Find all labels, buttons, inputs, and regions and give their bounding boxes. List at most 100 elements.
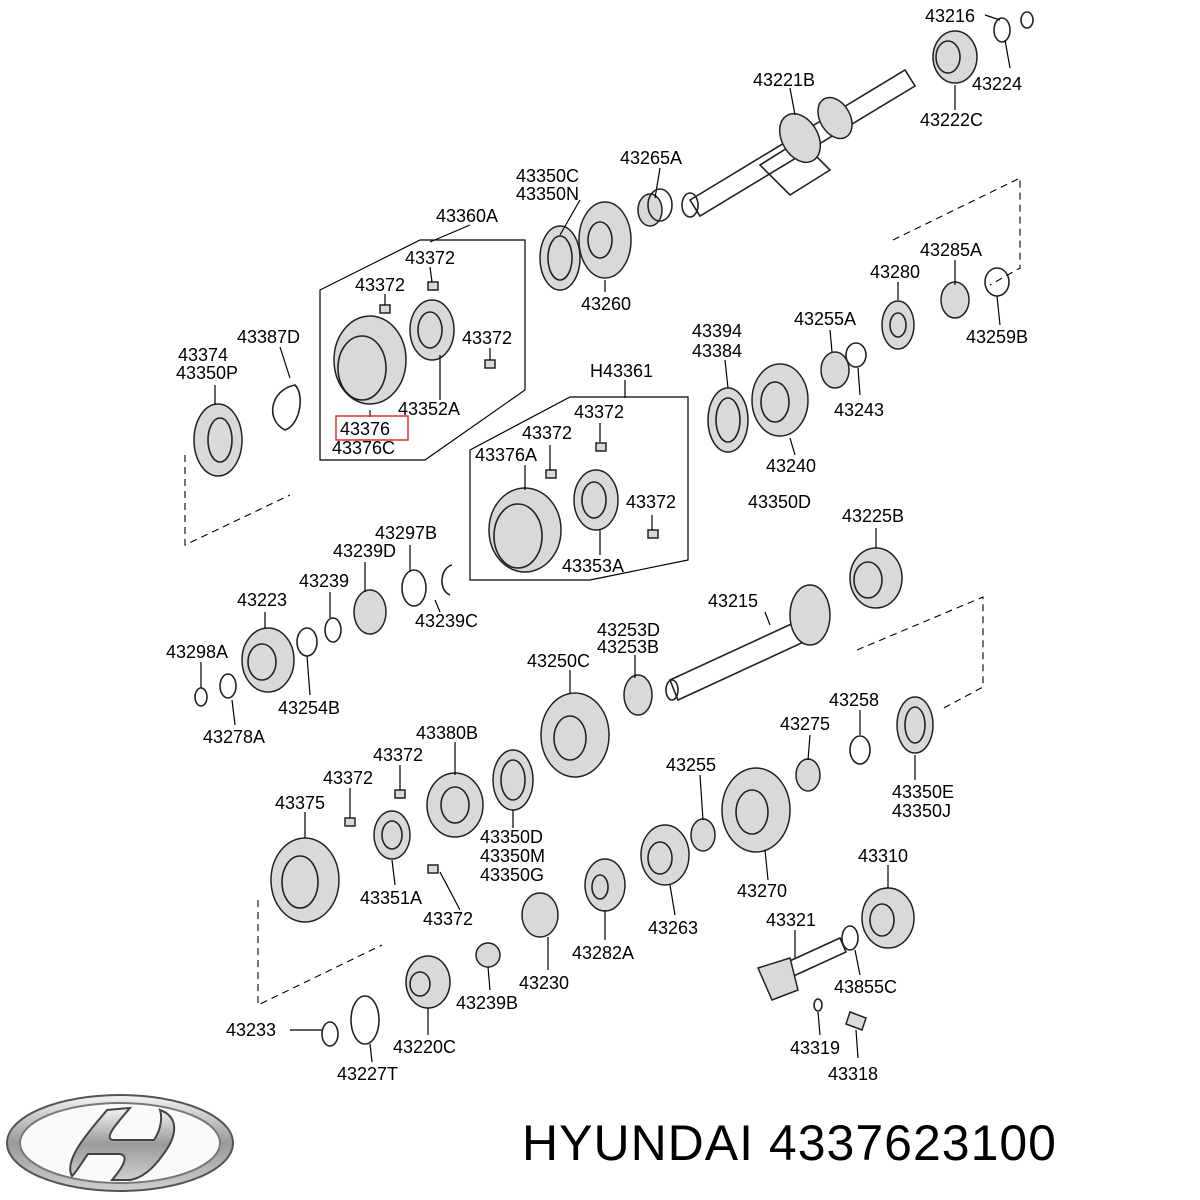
guide-line-2: [892, 177, 1021, 286]
label-43350c: 43350C: [516, 166, 579, 186]
label-43225b: 43225B: [842, 506, 904, 526]
label-43372-a: 43372: [405, 248, 455, 268]
label-43360a: 43360A: [436, 206, 498, 226]
label-43224: 43224: [972, 74, 1022, 94]
label-43230: 43230: [519, 973, 569, 993]
guide-line-4: [257, 900, 383, 1006]
label-43297b: 43297B: [375, 523, 437, 543]
highlight-box: [335, 415, 409, 441]
label-43372-g: 43372: [373, 745, 423, 765]
label-43380b: 43380B: [416, 723, 478, 743]
label-43372-h: 43372: [323, 768, 373, 788]
bearing-43222c: [932, 11, 1034, 84]
label-43259b: 43259B: [966, 327, 1028, 347]
label-43298a: 43298A: [166, 642, 228, 662]
label-43282a: 43282A: [572, 943, 634, 963]
label-43350d-1: 43350D: [748, 492, 811, 512]
bearing-43225b: [849, 547, 903, 609]
label-43372-c: 43372: [462, 328, 512, 348]
label-43227t: 43227T: [337, 1064, 398, 1084]
label-43384: 43384: [692, 341, 742, 361]
label-43855c: 43855C: [834, 977, 897, 997]
label-43220c: 43220C: [393, 1037, 456, 1057]
gear-43250c: [540, 674, 653, 778]
label-43239d: 43239D: [333, 541, 396, 561]
reverse-idler: [756, 887, 915, 1031]
guide-line-1: [184, 455, 291, 546]
label-43376c: 43376C: [332, 438, 395, 458]
guide-line-3: [856, 596, 984, 711]
label-43239c: 43239C: [415, 611, 478, 631]
label-43350g: 43350G: [480, 865, 544, 885]
label-43353a: 43353A: [562, 556, 624, 576]
label-43372-i: 43372: [423, 909, 473, 929]
label-43375: 43375: [275, 793, 325, 813]
label-43263: 43263: [648, 918, 698, 938]
label-43350d-2: 43350D: [480, 827, 543, 847]
label-43221b: 43221B: [753, 70, 815, 90]
label-43253b: 43253B: [597, 637, 659, 657]
label-43372-e: 43372: [522, 423, 572, 443]
label-43372-b: 43372: [355, 275, 405, 295]
label-43387d: 43387D: [237, 327, 300, 347]
label-43255a: 43255A: [794, 309, 856, 329]
label-43350p: 43350P: [176, 363, 238, 383]
label-43350n: 43350N: [516, 184, 579, 204]
label-43318: 43318: [828, 1064, 878, 1084]
label-h43361: H43361: [590, 361, 653, 381]
bottom-parts: [321, 858, 626, 1047]
page-title: HYUNDAI 4337623100: [522, 1115, 1057, 1171]
label-43275: 43275: [780, 714, 830, 734]
label-43285a: 43285A: [920, 240, 982, 260]
gear-43374: [193, 384, 301, 477]
label-43254b: 43254B: [278, 698, 340, 718]
label-43258: 43258: [829, 690, 879, 710]
gear-43240: [707, 342, 867, 453]
gear-43270: [640, 767, 791, 886]
label-43321: 43321: [766, 910, 816, 930]
synchro-h43361: [488, 442, 659, 573]
label-43310: 43310: [858, 846, 908, 866]
label-43372-d: 43372: [574, 402, 624, 422]
label-43280: 43280: [870, 262, 920, 282]
label-43394: 43394: [692, 321, 742, 341]
needle-bearing-43265a: [637, 188, 673, 227]
label-43255: 43255: [666, 755, 716, 775]
label-43223: 43223: [237, 590, 287, 610]
label-43253d: 43253D: [597, 620, 660, 640]
label-43376a: 43376A: [475, 445, 537, 465]
label-43350m: 43350M: [480, 846, 545, 866]
label-43270: 43270: [737, 881, 787, 901]
label-43351a: 43351A: [360, 888, 422, 908]
label-43278a: 43278A: [203, 727, 265, 747]
frame-h43361: [469, 396, 689, 581]
output-shaft-43215: [665, 584, 831, 702]
synchro-43360a: [333, 281, 496, 405]
main-shaft: [681, 68, 917, 218]
label-43260: 43260: [581, 294, 631, 314]
bearing-43223: [194, 564, 453, 707]
label-43250c: 43250C: [527, 651, 590, 671]
label-43222c: 43222C: [920, 110, 983, 130]
label-43374: 43374: [178, 345, 228, 365]
label-43265a: 43265A: [620, 148, 682, 168]
label-43350e: 43350E: [892, 782, 954, 802]
synchro-43380b: [270, 749, 534, 923]
label-43216: 43216: [925, 6, 975, 26]
label-43352a: 43352A: [398, 399, 460, 419]
label-43239: 43239: [299, 571, 349, 591]
leader-lines: [200, 14, 1011, 1063]
label-43372-f: 43372: [626, 492, 676, 512]
label-43376: 43376: [340, 419, 390, 439]
label-43240: 43240: [766, 456, 816, 476]
gear-43260: [539, 201, 632, 291]
label-43319: 43319: [790, 1038, 840, 1058]
label-43233: 43233: [226, 1020, 276, 1040]
ring-43350e: [795, 696, 934, 792]
label-43243: 43243: [834, 400, 884, 420]
label-43239b: 43239B: [456, 993, 518, 1013]
hyundai-logo-icon: [6, 1094, 234, 1192]
label-43350j: 43350J: [892, 801, 951, 821]
label-43215: 43215: [708, 591, 758, 611]
